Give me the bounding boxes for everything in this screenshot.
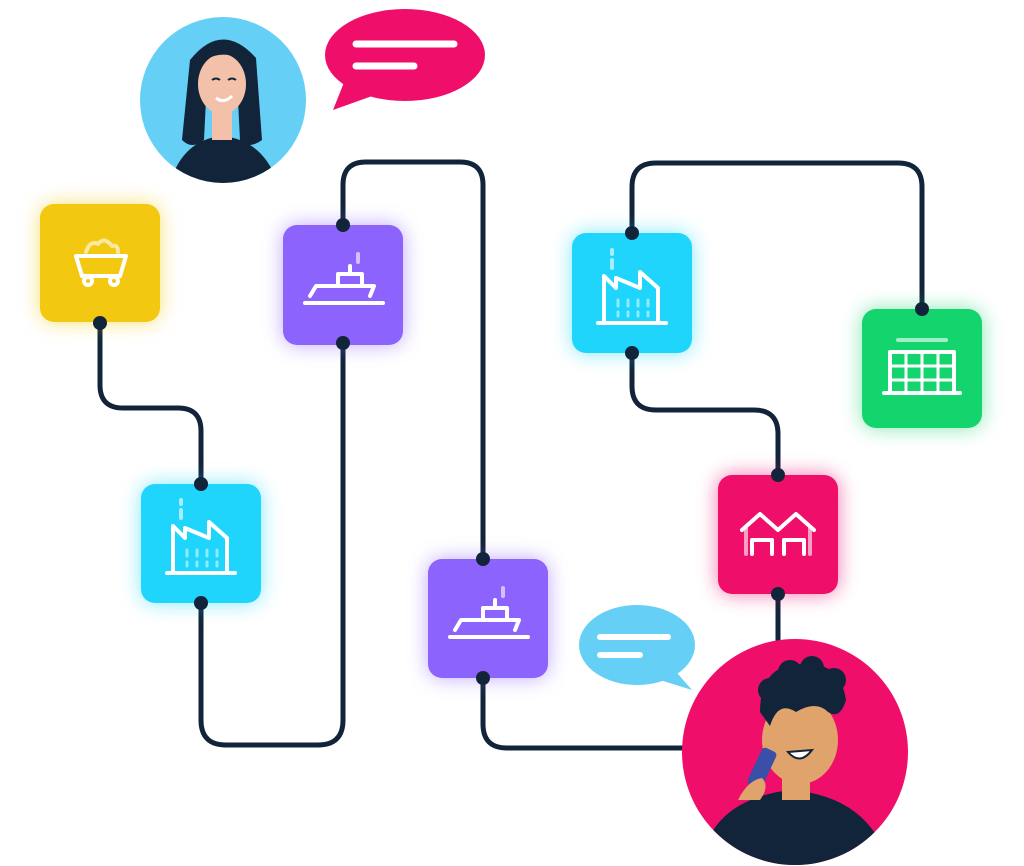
factory-icon: [165, 498, 237, 575]
node-ship-2[interactable]: [428, 559, 548, 678]
connector-lines: [97, 159, 925, 751]
warehouse-icon: [740, 512, 816, 556]
store-icon: [882, 338, 962, 395]
connector-factory1-warehouse: [629, 350, 781, 478]
node-store[interactable]: [862, 309, 982, 428]
connector-mine-factory2: [97, 320, 204, 487]
woman-avatar: [140, 17, 306, 183]
mine-cart-icon: [74, 238, 128, 287]
node-mine[interactable]: [40, 204, 160, 322]
connector-dots: [93, 218, 929, 685]
node-factory-1[interactable]: [572, 233, 692, 353]
node-ship-1[interactable]: [283, 225, 403, 345]
factory-icon: [596, 248, 668, 325]
speech-bubble-pink: [325, 9, 485, 110]
speech-bubble-light-blue: [579, 605, 695, 690]
man-on-phone-avatar: [682, 639, 908, 865]
connector-factory1-store: [629, 160, 925, 312]
ship-icon: [448, 586, 530, 639]
connector-factory2-ship1: [198, 340, 346, 748]
node-factory-2[interactable]: [141, 484, 261, 603]
node-warehouse[interactable]: [718, 475, 838, 594]
connector-ship2-man: [480, 675, 703, 751]
connector-ship1-ship2: [340, 159, 486, 562]
ship-icon: [303, 252, 385, 305]
